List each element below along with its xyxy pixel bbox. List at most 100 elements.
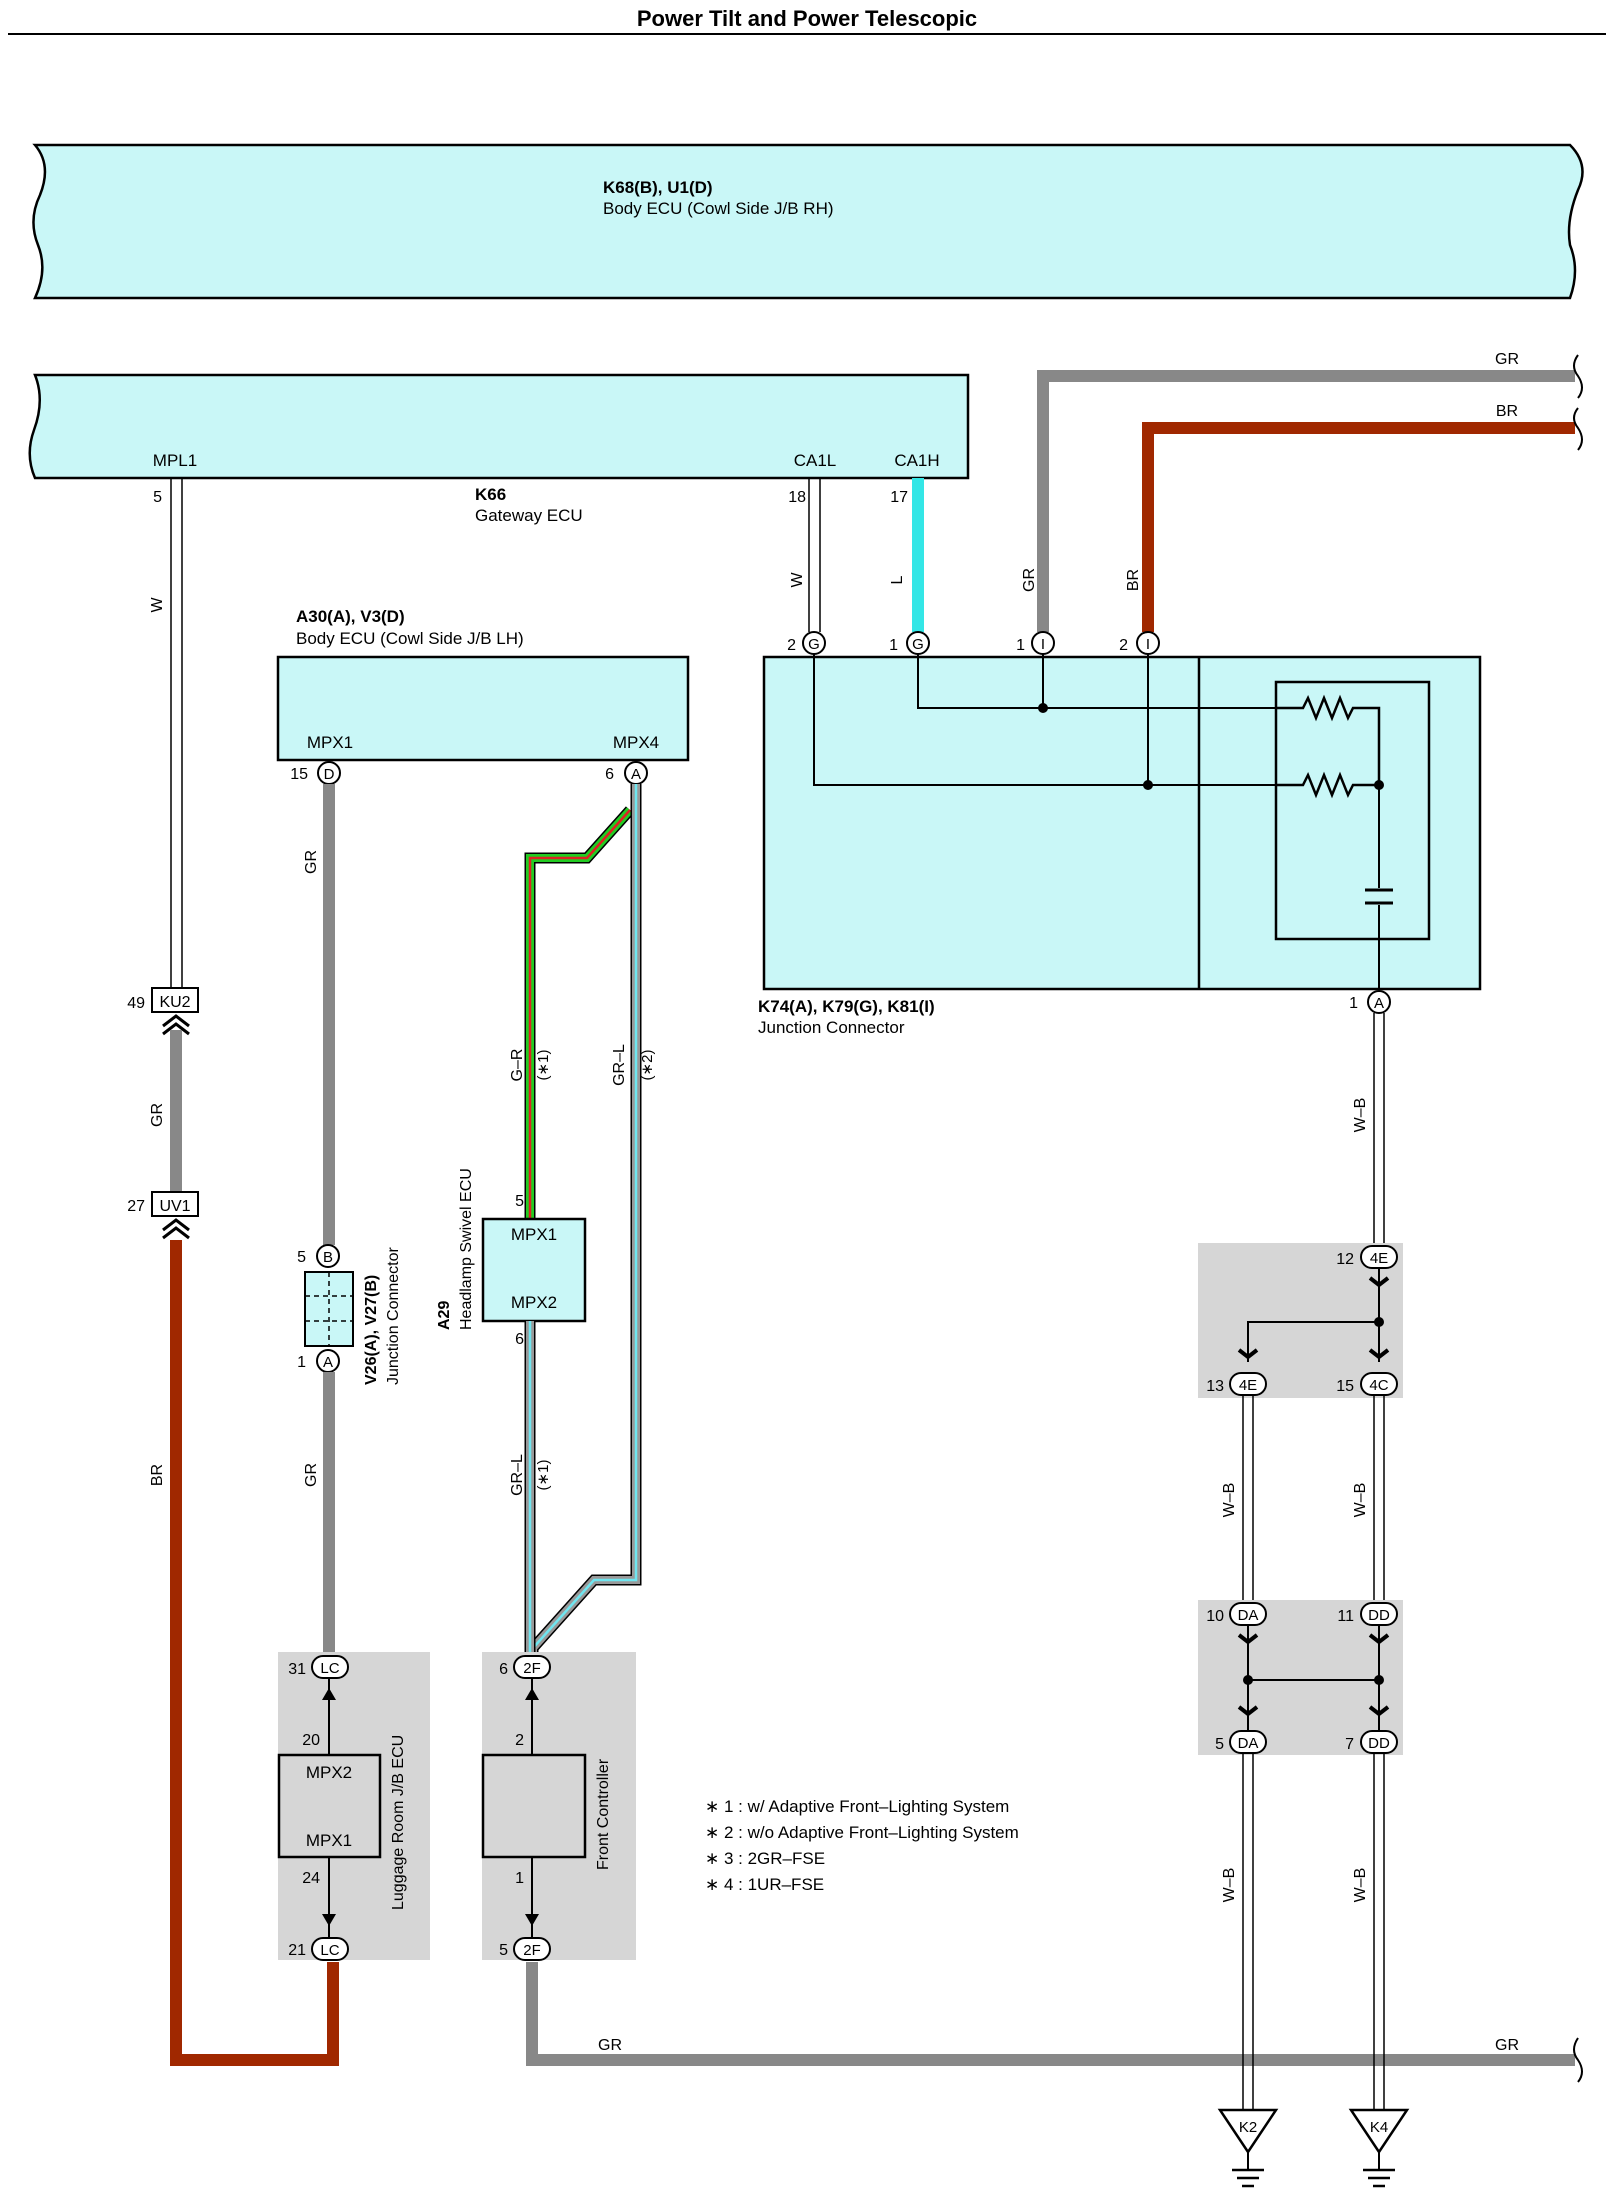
v26-conn-a-label: A bbox=[323, 1354, 333, 1371]
front-conn-5-label: 2F bbox=[523, 1942, 541, 1959]
wire-label-gr-mpx1: GR bbox=[303, 850, 320, 874]
st-plug-box bbox=[1274, 680, 1431, 941]
gateway-pinnum-5: 5 bbox=[153, 489, 162, 506]
gateway-pin-mpl1: MPL1 bbox=[153, 451, 197, 470]
wire-label-br-left: BR bbox=[149, 1464, 166, 1486]
k74-bottom-pinnum: 1 bbox=[1349, 995, 1358, 1012]
body-ecu-lh-pin-mpx1: MPX1 bbox=[307, 733, 353, 752]
front-conn-5 bbox=[513, 1937, 551, 1961]
luggage-conn-21-label: LC bbox=[320, 1942, 339, 1959]
k74-top-conn-1-label: G bbox=[808, 636, 820, 653]
uv1-pinnum: 27 bbox=[127, 1198, 145, 1215]
conn-13-num: 13 bbox=[1206, 1378, 1224, 1395]
wire-label-l: L bbox=[889, 575, 906, 584]
k74-bottom-conn-label: A bbox=[1374, 995, 1384, 1012]
body-ecu-rh-code: K68(B), U1(D) bbox=[603, 178, 713, 197]
luggage-pin-mpx1: MPX1 bbox=[306, 1831, 352, 1850]
wire-label-wb-top: W–B bbox=[1352, 1098, 1369, 1133]
k74-top-pinnum-2: 1 bbox=[889, 637, 898, 654]
k74-bottom-conn bbox=[1367, 990, 1391, 1014]
v26-pinnum-5: 5 bbox=[297, 1249, 306, 1266]
ground-k2: K2 bbox=[1217, 2108, 1279, 2188]
wire-label-wb-mid-right: W–B bbox=[1352, 1483, 1369, 1518]
headlamp-name: Headlamp Swivel ECU bbox=[458, 1168, 475, 1330]
headlamp-swivel-ecu-box bbox=[481, 1217, 587, 1323]
body-ecu-lh-pin-mpx4: MPX4 bbox=[613, 733, 659, 752]
ku2-pinnum: 49 bbox=[127, 995, 145, 1012]
headlamp-pinnum-6: 6 bbox=[515, 1331, 524, 1348]
wire-label-gr-top-right: GR bbox=[1495, 351, 1519, 368]
wire-label-br-vertical: BR bbox=[1125, 569, 1142, 591]
note-2: ∗ 2 : w/o Adaptive Front–Lighting System bbox=[705, 1823, 1019, 1842]
conn-11-num: 11 bbox=[1337, 1608, 1354, 1625]
conn-5-label: DA bbox=[1238, 1735, 1259, 1752]
conn-7 bbox=[1360, 1730, 1398, 1754]
k74-top-conn-2-label: G bbox=[912, 636, 924, 653]
body-ecu-lh-pinnum-6: 6 bbox=[605, 766, 614, 783]
v26-name: Junction Connector bbox=[385, 1246, 402, 1385]
k74-junction-box bbox=[762, 655, 1482, 991]
resistor-1 bbox=[1276, 694, 1381, 785]
body-ecu-lh-box bbox=[276, 655, 690, 762]
conn-10-label: DA bbox=[1238, 1607, 1259, 1624]
luggage-conn-31-label: LC bbox=[320, 1660, 339, 1677]
note-3: ∗ 3 : 2GR–FSE bbox=[705, 1849, 825, 1868]
conn-15 bbox=[1360, 1372, 1398, 1396]
k74-name: Junction Connector bbox=[758, 1018, 905, 1037]
conn-10-num: 10 bbox=[1206, 1608, 1224, 1625]
wire-label-w-left: W bbox=[149, 597, 166, 613]
headlamp-code: A29 bbox=[436, 1301, 453, 1330]
conn-15-label: 4C bbox=[1369, 1377, 1388, 1394]
k74-code: K74(A), K79(G), K81(I) bbox=[758, 997, 935, 1016]
luggage-conn-31-num: 31 bbox=[288, 1661, 306, 1678]
wire-label-br-top-right: BR bbox=[1496, 403, 1518, 420]
conn-7-num: 7 bbox=[1345, 1736, 1354, 1753]
v26-pinnum-1: 1 bbox=[297, 1354, 306, 1371]
v26-conn-b bbox=[316, 1244, 340, 1268]
front-conn-6-label: 2F bbox=[523, 1660, 541, 1677]
wire-label-gr-l-bottom: GR–L bbox=[509, 1454, 526, 1496]
body-ecu-lh-conn-d-label: D bbox=[324, 766, 335, 783]
connector-ku2 bbox=[151, 987, 199, 1013]
uv1-label: UV1 bbox=[159, 1198, 190, 1215]
wire-label-gr-vertical: GR bbox=[1021, 568, 1038, 592]
luggage-pin-mpx2: MPX2 bbox=[306, 1763, 352, 1782]
page-title: Power Tilt and Power Telescopic bbox=[637, 6, 977, 31]
wire-label-gr-bottom-right: GR bbox=[1495, 2037, 1519, 2054]
wire-label-wb-bottom-left: W–B bbox=[1221, 1868, 1238, 1903]
ground-k4-label: K4 bbox=[1370, 2119, 1388, 2136]
wire-note-1-top: (∗1) bbox=[535, 1050, 552, 1081]
wire-label-gr-bottom-left: GR bbox=[598, 2037, 622, 2054]
gateway-name: Gateway ECU bbox=[475, 506, 583, 525]
resistor-2 bbox=[1276, 771, 1379, 799]
luggage-pinnum-24: 24 bbox=[302, 1870, 320, 1887]
conn-15-num: 15 bbox=[1336, 1378, 1354, 1395]
gateway-pinnum-17: 17 bbox=[890, 489, 908, 506]
body-ecu-rh-box bbox=[32, 143, 1584, 300]
luggage-conn-21 bbox=[311, 1937, 349, 1961]
luggage-pinnum-20: 20 bbox=[302, 1732, 320, 1749]
v26-conn-b-label: B bbox=[323, 1249, 333, 1266]
wire-label-wb-bottom-right: W–B bbox=[1352, 1868, 1369, 1903]
k74-top-pinnum-1: 2 bbox=[787, 637, 796, 654]
body-ecu-lh-name: Body ECU (Cowl Side J/B LH) bbox=[296, 629, 524, 648]
connector-uv1 bbox=[151, 1191, 199, 1217]
front-controller-box bbox=[481, 1753, 587, 1859]
luggage-conn-21-num: 21 bbox=[288, 1942, 306, 1959]
gateway-pin-ca1l: CA1L bbox=[794, 451, 837, 470]
k74-top-conn-4-label: I bbox=[1146, 636, 1150, 653]
front-conn-5-num: 5 bbox=[499, 1942, 508, 1959]
wire-label-gr-ku2: GR bbox=[149, 1103, 166, 1127]
wire-label-gr-l-top: GR–L bbox=[611, 1044, 628, 1086]
ground-k2-label: K2 bbox=[1239, 2119, 1257, 2136]
luggage-ecu-name: Luggage Room J/B ECU bbox=[390, 1735, 407, 1910]
front-controller-name: Front Controller bbox=[595, 1758, 612, 1870]
gateway-pin-ca1h: CA1H bbox=[894, 451, 939, 470]
note-1: ∗ 1 : w/ Adaptive Front–Lighting System bbox=[705, 1797, 1009, 1816]
wire-label-wb-mid-left: W–B bbox=[1221, 1483, 1238, 1518]
wire-label-g-r: G–R bbox=[509, 1049, 526, 1082]
engine-connector-area bbox=[1198, 1243, 1403, 1398]
gateway-code: K66 bbox=[475, 485, 506, 504]
